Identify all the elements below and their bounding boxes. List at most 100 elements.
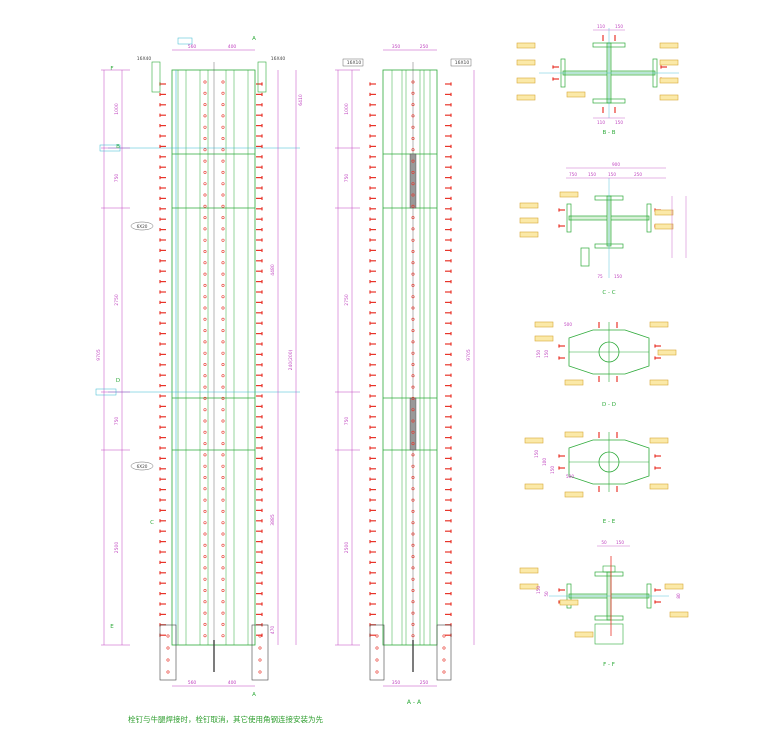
bolt-hole bbox=[411, 498, 415, 502]
bolt-hole bbox=[203, 351, 207, 355]
bolt-hole bbox=[375, 658, 379, 662]
stud-bolt bbox=[159, 529, 166, 533]
bolt-hole bbox=[221, 295, 225, 299]
section-dim: 110 bbox=[597, 24, 605, 29]
plate-tag-bubble bbox=[130, 461, 154, 471]
end-plate bbox=[151, 61, 161, 93]
section-mark: A bbox=[252, 692, 256, 698]
bolt-hole bbox=[203, 509, 207, 513]
bolt-hole bbox=[221, 634, 225, 638]
bolt-hole bbox=[203, 137, 207, 141]
stud-bolt bbox=[256, 571, 263, 575]
bolt-hole bbox=[221, 362, 225, 366]
tag-box bbox=[95, 388, 117, 396]
section-dim: 100 bbox=[542, 458, 547, 466]
bolt-hole bbox=[221, 329, 225, 333]
dim-top: 400 bbox=[228, 44, 237, 50]
stud-bolt bbox=[256, 321, 263, 325]
stud-bolt bbox=[256, 415, 263, 419]
stud-bolt bbox=[369, 124, 376, 128]
stud-bolt bbox=[256, 92, 263, 96]
stud-bolt bbox=[159, 155, 166, 159]
stud-bolt bbox=[558, 466, 565, 470]
stud-bolt bbox=[256, 363, 263, 367]
stud-bolt bbox=[159, 571, 166, 575]
bolt-hole bbox=[221, 317, 225, 321]
bolt-hole bbox=[411, 182, 415, 186]
stud-bolt bbox=[159, 633, 166, 637]
bolt-hole bbox=[203, 261, 207, 265]
stud-bolt bbox=[369, 342, 376, 346]
stud-bolt bbox=[369, 540, 376, 544]
stud-bolt bbox=[256, 186, 263, 190]
stud-bolt bbox=[369, 394, 376, 398]
bolt-hole bbox=[221, 148, 225, 152]
bolt-hole bbox=[203, 125, 207, 129]
bolt-hole bbox=[411, 295, 415, 299]
section-mark: E bbox=[110, 624, 114, 630]
stud-bolt bbox=[159, 217, 166, 221]
bolt-hole bbox=[203, 374, 207, 378]
bolt-hole bbox=[411, 566, 415, 570]
bolt-hole bbox=[221, 216, 225, 220]
bolt-hole bbox=[221, 396, 225, 400]
stud-bolt bbox=[552, 77, 559, 81]
stud-bolt bbox=[159, 560, 166, 564]
bolt-hole bbox=[221, 238, 225, 242]
stud-bolt bbox=[445, 248, 452, 252]
bolt-hole bbox=[203, 80, 207, 84]
bolt-hole bbox=[221, 91, 225, 95]
stud-bolt bbox=[159, 342, 166, 346]
stud-bolt bbox=[369, 467, 376, 471]
dim-right: 470 bbox=[270, 626, 276, 635]
dim-left: 750 bbox=[114, 417, 120, 426]
stud-bolt bbox=[369, 186, 376, 190]
base-plate bbox=[369, 624, 385, 681]
bolt-hole bbox=[221, 521, 225, 525]
bolt-hole bbox=[203, 148, 207, 152]
bolt-hole bbox=[411, 543, 415, 547]
bolt-hole bbox=[221, 588, 225, 592]
stud-bolt bbox=[256, 155, 263, 159]
tag-box bbox=[450, 58, 472, 67]
bolt-hole bbox=[221, 385, 225, 389]
elevation-left: 100075027507502500970544803885470240(200… bbox=[95, 36, 304, 698]
stud-bolt bbox=[445, 592, 452, 596]
bolt-hole bbox=[221, 611, 225, 615]
stud-bolt bbox=[445, 602, 452, 606]
bolt-hole bbox=[203, 430, 207, 434]
dim-bottom: 400 bbox=[228, 680, 237, 686]
section-dim: 150 bbox=[550, 466, 555, 474]
section-mark: C bbox=[150, 520, 154, 526]
drawing-note: 栓钉与牛腿焊接时，栓钉取消，其它使用角钢连接安装为先 bbox=[128, 715, 323, 724]
stud-bolt bbox=[445, 581, 452, 585]
stud-bolt bbox=[445, 82, 452, 86]
stud-bolt bbox=[369, 196, 376, 200]
stud-bolt bbox=[369, 92, 376, 96]
dim-right: 3885 bbox=[270, 514, 276, 526]
stud-bolt bbox=[159, 280, 166, 284]
stud-bolt bbox=[369, 311, 376, 315]
bolt-hole bbox=[411, 227, 415, 231]
bolt-hole bbox=[203, 283, 207, 287]
stud-bolt bbox=[256, 311, 263, 315]
bolt-hole bbox=[221, 498, 225, 502]
part-label bbox=[516, 77, 536, 84]
stud-bolt bbox=[256, 290, 263, 294]
plate-tag: 6X20 bbox=[137, 464, 148, 469]
bolt-hole bbox=[221, 261, 225, 265]
bolt-hole bbox=[221, 509, 225, 513]
stud-bolt bbox=[159, 113, 166, 117]
stud-bolt bbox=[159, 363, 166, 367]
stud-bolt bbox=[445, 196, 452, 200]
corner-label: 16X10 bbox=[455, 60, 470, 66]
part-label bbox=[669, 611, 689, 618]
section-dim: 750 bbox=[569, 172, 577, 177]
stud-bolt bbox=[445, 456, 452, 460]
stud-bolt bbox=[159, 248, 166, 252]
